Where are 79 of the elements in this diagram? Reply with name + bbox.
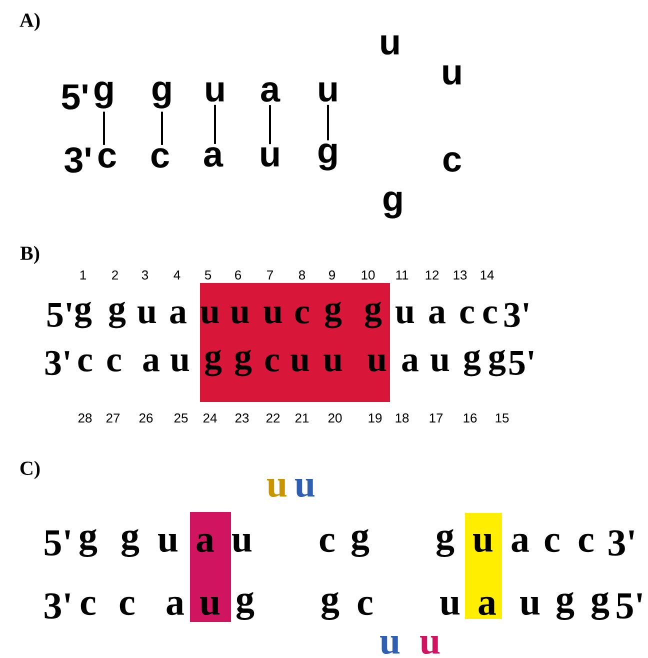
strand-end-label: 5' <box>47 303 72 327</box>
base-letter: a <box>429 306 446 324</box>
strand-end-label: 5' <box>509 351 534 375</box>
base-letter: c <box>358 596 372 616</box>
position-number: 14 <box>480 270 494 280</box>
position-number: 27 <box>106 413 120 423</box>
base-letter: c <box>107 354 122 372</box>
position-number: 28 <box>78 413 92 423</box>
base-letter: c <box>78 354 92 372</box>
position-number: 3 <box>142 270 148 280</box>
base-letter: u <box>295 479 315 497</box>
base-letter: g <box>94 82 113 108</box>
strand-end-label: 5' <box>616 593 642 619</box>
base-letter: c <box>98 148 116 168</box>
position-number: 1 <box>80 270 86 280</box>
strand-end-label: 3' <box>44 593 70 619</box>
base-letter: g <box>74 302 92 328</box>
strand-end-label: 3' <box>504 302 528 328</box>
position-number: 15 <box>496 413 509 423</box>
base-letter: c <box>460 306 474 324</box>
base-letter: g <box>80 529 98 557</box>
base-letter: g <box>352 529 370 557</box>
base-letter: c <box>578 534 594 552</box>
base-letter: c <box>151 148 169 168</box>
base-letter: g <box>122 529 140 557</box>
position-number: 13 <box>454 270 467 280</box>
base-letter: u <box>381 35 399 55</box>
base-letter: g <box>152 82 171 108</box>
highlight-box: a u <box>190 512 231 622</box>
base-letter: c <box>544 534 560 552</box>
base-letter: c <box>320 534 334 552</box>
panel-label: A) <box>20 12 40 32</box>
base-letter: u <box>380 636 400 654</box>
base-letter: g <box>108 302 126 328</box>
position-number: 25 <box>174 413 188 423</box>
base-letter: u <box>420 636 440 654</box>
base-letter: a <box>143 354 160 372</box>
position-number: 4 <box>174 270 180 280</box>
base-letter: a <box>261 82 280 102</box>
base-letter: u <box>430 354 450 372</box>
base-letter: u <box>138 306 156 324</box>
base-letter: c <box>443 152 461 172</box>
base-letter: c <box>80 596 96 616</box>
position-number: 12 <box>426 270 439 280</box>
strand-end-label: 3' <box>45 350 70 376</box>
highlight-box: u u u c g g g g c u u u <box>200 283 390 402</box>
strand-end-label: 3' <box>64 147 90 173</box>
base-pair-line <box>103 112 105 145</box>
base-letter: g <box>556 592 574 620</box>
panel-label: C) <box>20 460 40 480</box>
base-pair-line <box>327 104 329 140</box>
base-letter: a <box>204 147 224 167</box>
strand-end-label: 5' <box>44 530 70 556</box>
base-letter: u <box>319 82 337 102</box>
base-letter: u <box>206 82 224 102</box>
base-letter: g <box>464 350 481 376</box>
base-letter: g <box>322 592 340 620</box>
base-letter: c <box>120 596 134 616</box>
position-number: 17 <box>430 414 443 422</box>
position-number: 11 <box>396 270 408 280</box>
base-letter: u <box>261 147 279 167</box>
strand-end-label: 3' <box>608 530 634 556</box>
base-letter: u <box>443 65 461 85</box>
highlight-box: u a <box>465 513 502 619</box>
base-letter: g <box>318 144 337 170</box>
base-letter: u <box>267 479 287 497</box>
base-letter: g <box>488 350 506 376</box>
base-pair-line <box>214 104 216 144</box>
position-number: 2 <box>112 270 118 280</box>
base-letter: g <box>592 592 610 620</box>
panel-label: B) <box>20 246 40 264</box>
base-pair-line <box>269 105 271 144</box>
base-letter: c <box>483 306 498 324</box>
position-number: 18 <box>396 413 409 423</box>
position-number: 26 <box>139 413 153 423</box>
position-number: 16 <box>464 413 477 423</box>
base-letter: g <box>383 192 402 218</box>
strand-end-label: 5' <box>62 84 88 110</box>
base-pair-line <box>161 112 163 145</box>
